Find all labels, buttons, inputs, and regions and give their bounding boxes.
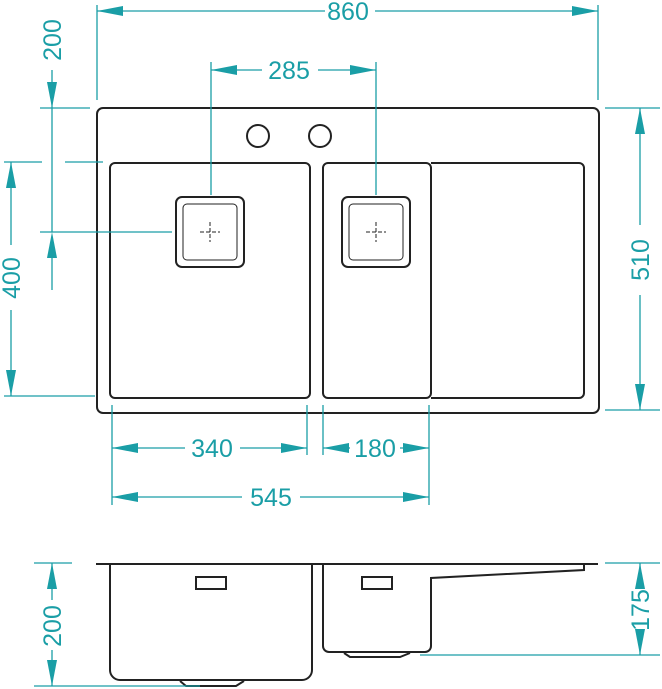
dim-left-bowl-height: 200 [39,605,67,647]
dim-right-bowl-width: 180 [354,435,396,463]
dimensions-top: 860 285 200 400 510 340 180 545 [0,0,660,512]
dim-drain-spacing: 285 [268,57,310,85]
sink-outline [96,107,600,414]
tap-hole [308,124,332,148]
right-drain-inner [348,203,404,261]
right-drain-center [366,222,386,242]
right-bowl [322,162,432,399]
dim-right-bowl-height: 175 [627,589,655,631]
dim-bowls-total-width: 545 [250,484,292,512]
dim-left-bowl-width: 340 [191,435,233,463]
left-bowl-section [109,564,313,681]
left-drain-section [179,680,245,687]
left-drain-inner [182,203,238,261]
dim-overall-width: 860 [327,0,369,26]
left-bowl [109,162,311,399]
tap-hole [246,124,270,148]
top-view [96,107,600,414]
right-bowl-section [322,564,585,653]
overflow-right [361,576,393,590]
right-drain [341,196,411,268]
dimensions-side: 200 175 [34,562,660,687]
drainer [431,162,585,399]
overflow-left [195,576,227,590]
dim-edge-to-drain: 200 [39,19,67,61]
dim-overall-depth: 510 [627,239,655,281]
dim-bowl-depth: 400 [0,257,26,299]
side-view [96,563,598,687]
right-drain-section [343,652,411,658]
left-drain-center [200,222,220,242]
left-drain [175,196,245,268]
